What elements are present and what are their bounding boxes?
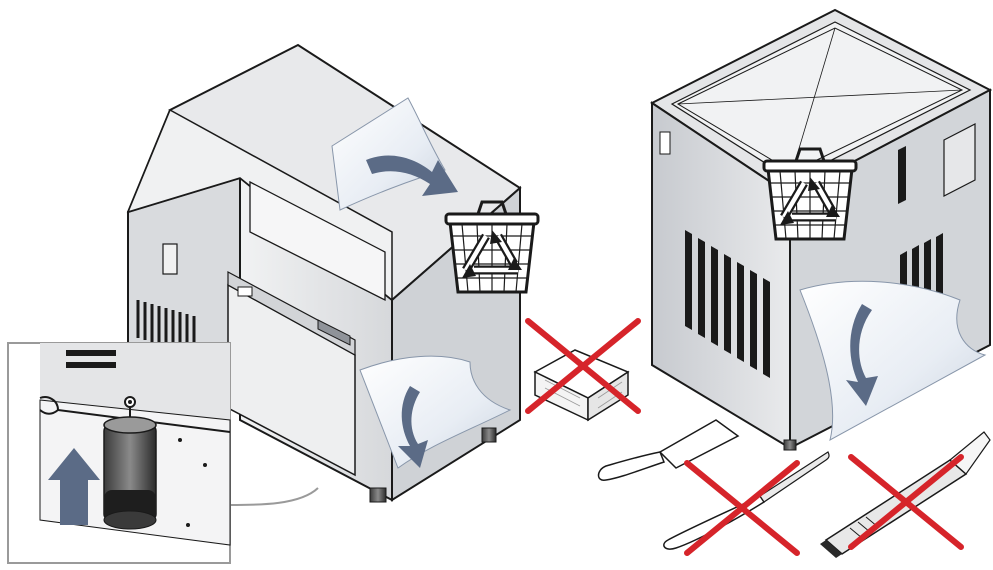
scraper-tool bbox=[599, 420, 739, 480]
adjustable-foot bbox=[104, 407, 156, 529]
recycle-bin-icon bbox=[446, 202, 538, 292]
foam-block bbox=[535, 350, 628, 420]
recycle-bin-icon bbox=[764, 149, 856, 239]
prohibited-cross-icon bbox=[687, 463, 797, 553]
prohibited-cross-icon bbox=[851, 457, 961, 547]
utility-knife-tool bbox=[820, 432, 990, 558]
